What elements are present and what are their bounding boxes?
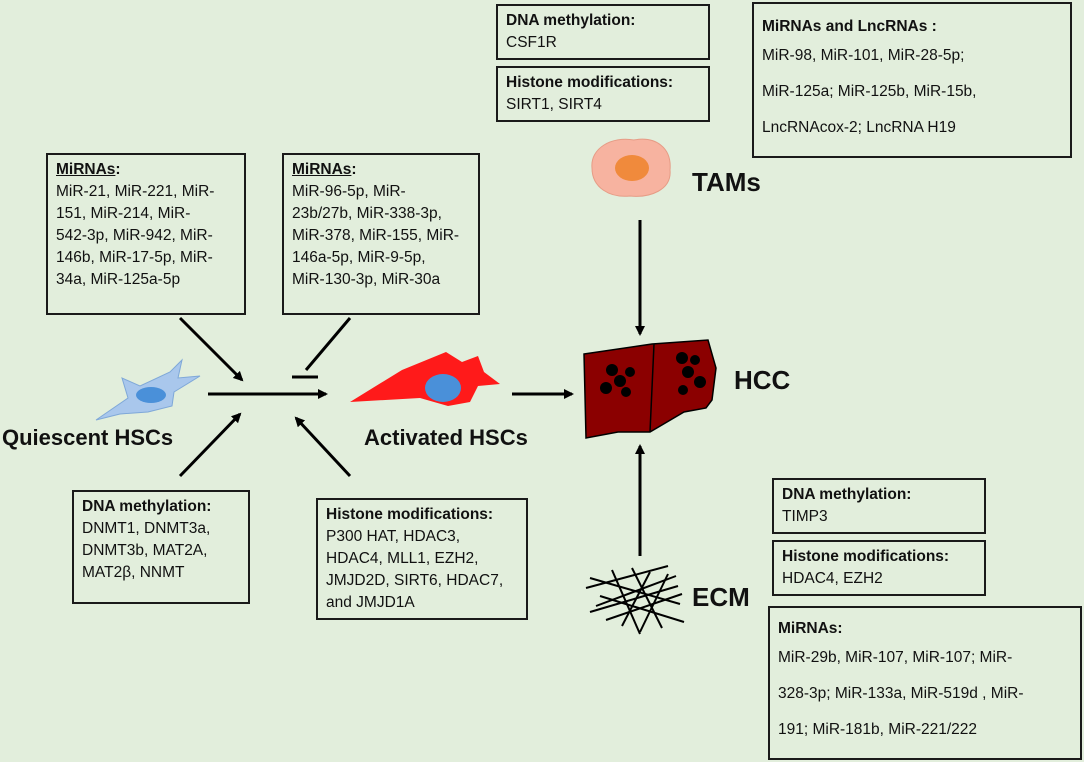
pro-mirna-arrow bbox=[178, 316, 244, 382]
box-heading: DNA methylation: bbox=[82, 498, 212, 515]
box-body: HDAC4, EZH2 bbox=[782, 570, 883, 587]
hcc-liver bbox=[583, 339, 717, 439]
quiescent-hsc-label: Quiescent HSCs bbox=[2, 425, 174, 450]
box-body: MiR-98, MiR-101, MiR-28-5p; MiR-125a; Mi… bbox=[762, 47, 977, 136]
box-heading: MiRNAs: bbox=[778, 620, 843, 637]
tam-mirna-lncrna-box: MiRNAs and LncRNAs : MiR-98, MiR-101, Mi… bbox=[752, 2, 1072, 158]
tam-cell bbox=[591, 138, 671, 197]
ecm-histone-box: Histone modifications: HDAC4, EZH2 bbox=[772, 540, 986, 596]
box-heading: Histone modifications: bbox=[506, 74, 674, 91]
tam-histone-box: Histone modifications: SIRT1, SIRT4 bbox=[496, 66, 710, 122]
box-body: MiR-29b, MiR-107, MiR-107; MiR- 328-3p; … bbox=[778, 649, 1024, 738]
box-heading: MiRNAs and LncRNAs : bbox=[762, 18, 937, 35]
box-heading: MiRNAs bbox=[292, 161, 352, 178]
box-body: DNMT1, DNMT3a, DNMT3b, MAT2A, MAT2β, NNM… bbox=[82, 520, 211, 581]
box-body: MiR-21, MiR-221, MiR- 151, MiR-214, MiR-… bbox=[56, 183, 215, 288]
activated-hsc-label: Activated HSCs bbox=[364, 425, 528, 450]
pro-fibrotic-mirna-box: MiRNAs: MiR-21, MiR-221, MiR- 151, MiR-2… bbox=[46, 153, 246, 315]
box-body: MiR-96-5p, MiR- 23b/27b, MiR-338-3p, MiR… bbox=[292, 183, 460, 288]
anti-fibrotic-mirna-box: MiRNAs: MiR-96-5p, MiR- 23b/27b, MiR-338… bbox=[282, 153, 480, 315]
quiescent-hsc-cell bbox=[95, 358, 201, 421]
ecm-fibers bbox=[585, 565, 685, 635]
box-body: SIRT1, SIRT4 bbox=[506, 96, 602, 113]
dna-methylation-arrow bbox=[178, 412, 242, 478]
box-heading: MiRNAs bbox=[56, 161, 116, 178]
box-body: P300 HAT, HDAC3, HDAC4, MLL1, EZH2, JMJD… bbox=[326, 528, 504, 611]
box-heading-suffix: : bbox=[115, 161, 121, 178]
tams-label: TAMs bbox=[692, 167, 761, 197]
ecm-dna-methylation-box: DNA methylation: TIMP3 bbox=[772, 478, 986, 534]
hsc-histone-box: Histone modifications: P300 HAT, HDAC3, … bbox=[316, 498, 528, 620]
hsc-dna-methylation-box: DNA methylation: DNMT1, DNMT3a, DNMT3b, … bbox=[72, 490, 250, 604]
box-heading: Histone modifications: bbox=[326, 506, 494, 523]
activated-hsc-cell bbox=[350, 352, 500, 406]
hcc-label: HCC bbox=[734, 365, 791, 395]
histone-arrow bbox=[294, 416, 352, 478]
box-body: TIMP3 bbox=[782, 508, 828, 525]
inhibition-line bbox=[304, 317, 352, 371]
box-heading: Histone modifications: bbox=[782, 548, 950, 565]
box-heading: DNA methylation: bbox=[782, 486, 912, 503]
box-heading: DNA methylation: bbox=[506, 12, 636, 29]
box-body: CSF1R bbox=[506, 34, 557, 51]
box-heading-suffix: : bbox=[351, 161, 357, 178]
ecm-label: ECM bbox=[692, 582, 750, 612]
tam-dna-methylation-box: DNA methylation: CSF1R bbox=[496, 4, 710, 60]
ecm-mirna-box: MiRNAs: MiR-29b, MiR-107, MiR-107; MiR- … bbox=[768, 606, 1082, 760]
